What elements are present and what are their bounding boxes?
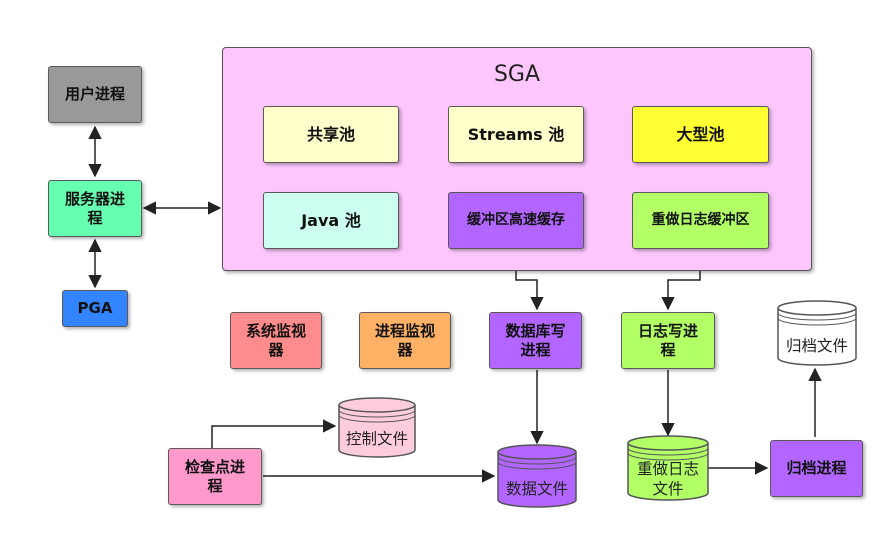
arrow-ckpt-controlfile [211, 419, 337, 448]
java-pool-label: Java 池 [301, 211, 361, 230]
data-file-label: 数据文件 [506, 480, 568, 498]
smon-label-2: 器 [268, 340, 284, 359]
streams-pool: Streams 池 [448, 106, 584, 163]
arch-label: 归档进程 [786, 459, 847, 477]
redo-log-file-cylinder: 重做日志 文件 [627, 435, 709, 501]
ckpt-process: 检查点进 程 [168, 448, 262, 505]
redo-log-buffer: 重做日志缓冲区 [632, 192, 769, 249]
lgwr-label-1: 日志写进 [637, 321, 698, 340]
buffer-cache-label: 缓冲区高速缓存 [467, 212, 565, 228]
control-file-cylinder: 控制文件 [338, 397, 416, 458]
pmon-label-2: 器 [397, 340, 413, 359]
pga-label: PGA [77, 299, 113, 317]
archive-file-label: 归档文件 [786, 337, 848, 355]
server-process-label-1: 服务器进 [64, 189, 125, 208]
server-process-label-2: 程 [87, 208, 103, 227]
pmon-process: 进程监视 器 [359, 312, 451, 369]
control-file-label: 控制文件 [346, 430, 408, 448]
user-process-label: 用户进程 [64, 85, 125, 103]
archive-file-cylinder: 归档文件 [777, 300, 857, 366]
dbwr-label-2: 进程 [520, 340, 551, 359]
large-pool: 大型池 [632, 106, 769, 163]
arch-process: 归档进程 [770, 440, 863, 497]
dbwr-label-1: 数据库写 [505, 321, 566, 340]
lgwr-label-2: 程 [660, 340, 676, 359]
redo-buffer-label: 重做日志缓冲区 [651, 212, 750, 228]
streams-pool-label: Streams 池 [467, 125, 565, 144]
redo-log-file-label-1: 重做日志 [637, 460, 699, 478]
ckpt-label-1: 检查点进 [184, 457, 245, 476]
large-pool-label: 大型池 [676, 125, 725, 144]
ckpt-label-2: 程 [207, 476, 223, 495]
user-process: 用户进程 [48, 66, 142, 123]
smon-label-1: 系统监视 [245, 321, 306, 340]
shared-pool: 共享池 [263, 106, 399, 163]
server-process: 服务器进 程 [48, 180, 142, 237]
pga: PGA [62, 290, 128, 327]
pmon-label-1: 进程监视 [374, 321, 435, 340]
lgwr-process: 日志写进 程 [621, 312, 715, 369]
sga-title: SGA [493, 62, 541, 87]
smon-process: 系统监视 器 [230, 312, 322, 369]
redo-log-file-label-2: 文件 [652, 480, 683, 498]
database-buffer-cache: 缓冲区高速缓存 [448, 192, 584, 249]
data-file-cylinder: 数据文件 [497, 444, 577, 508]
java-pool: Java 池 [263, 192, 399, 249]
dbwr-process: 数据库写 进程 [489, 312, 582, 369]
shared-pool-label: 共享池 [306, 125, 355, 144]
